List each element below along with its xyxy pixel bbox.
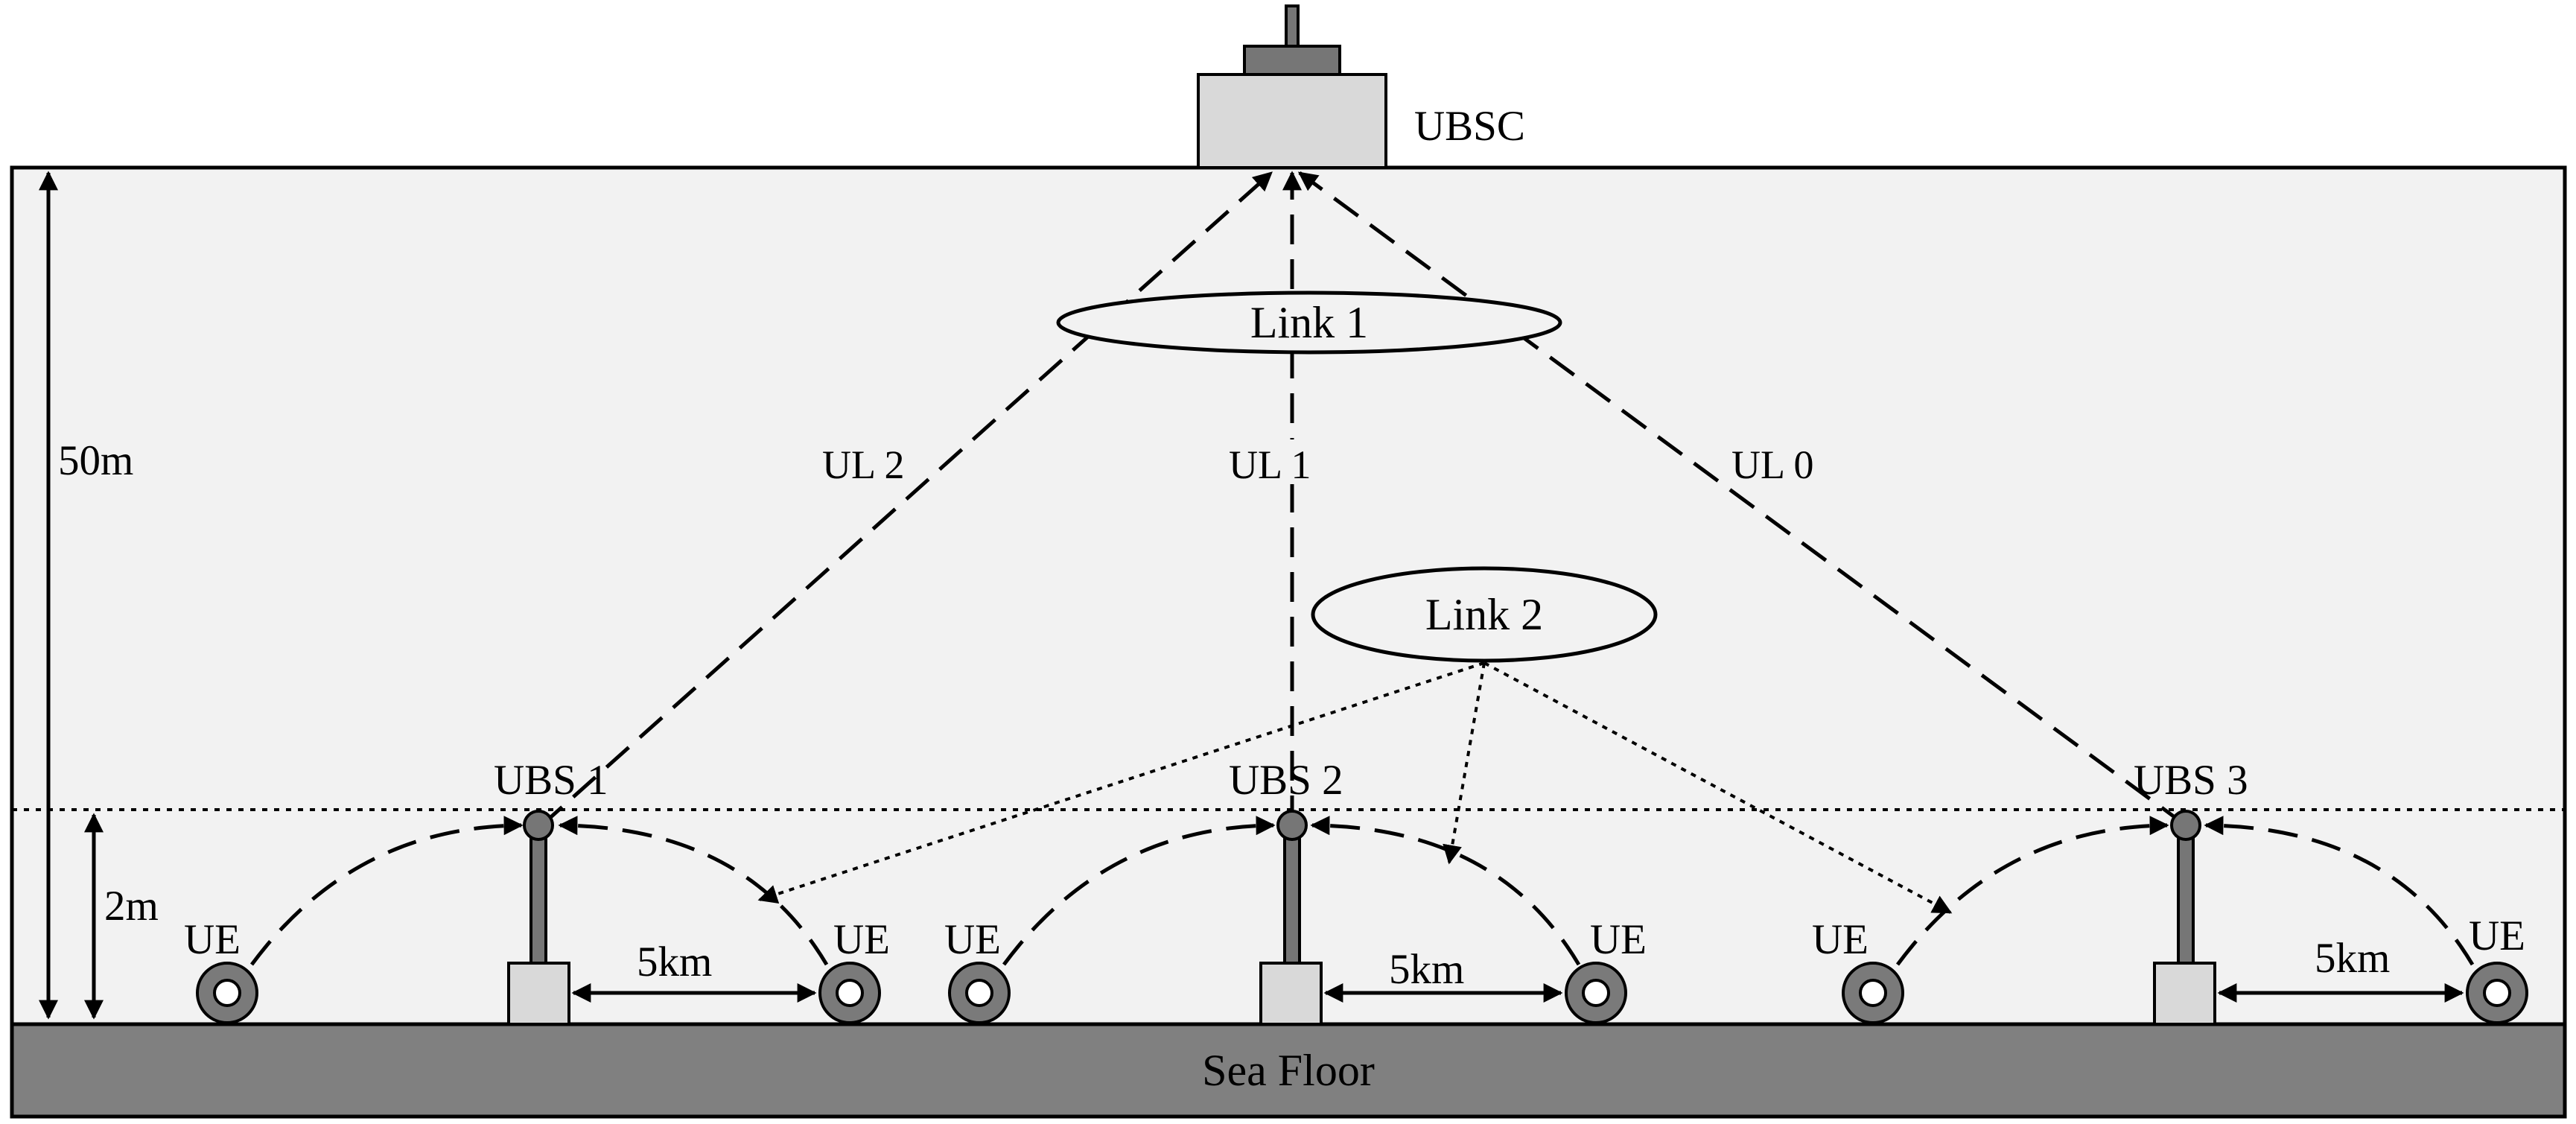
link2-ellipse (1311, 566, 1658, 663)
ue-left-1-label: UE (184, 916, 241, 963)
ue-link-left-3 (1895, 816, 2169, 966)
ue-link-left-2 (1002, 816, 1276, 966)
link2-arrow-center (1443, 662, 1486, 865)
ubs-1-pole (529, 824, 547, 965)
link1-ellipse (1056, 290, 1562, 355)
link2-arrow-left (757, 661, 1485, 904)
distance-label-2: 5km (1389, 946, 1464, 993)
ue-link-right-2 (1310, 816, 1581, 966)
distance-label-3: 5km (2315, 935, 2390, 982)
ue-link-left-1 (249, 816, 524, 966)
ubs-2-head (1276, 810, 1308, 841)
ue-right-2-label: UE (1590, 916, 1647, 963)
sea-floor-label: Sea Floor (1202, 1046, 1375, 1095)
ue-left-3-label: UE (1812, 916, 1869, 963)
link2-arrow-right (1483, 661, 1953, 914)
ubs-3-label: UBS 3 (2134, 757, 2248, 804)
station-2 (948, 810, 1627, 1026)
link1-label: Link 1 (1250, 298, 1368, 347)
ue-left-2-label: UE (944, 916, 1001, 963)
ul1-label: UL 1 (1229, 442, 1311, 487)
uplink-ul2 (538, 171, 1273, 828)
ul0-label-bg (1725, 439, 1825, 484)
ubs-1-head (523, 810, 554, 841)
ul2-label-bg (815, 439, 916, 484)
station-1 (196, 810, 881, 1026)
ubs-3-pole (2177, 824, 2195, 965)
height-label: 2m (104, 883, 159, 930)
station-3 (1842, 810, 2528, 1026)
ubsc-buoy (1197, 4, 1387, 169)
ubs-3-base (2153, 962, 2216, 1026)
uplink-ul0 (1297, 171, 2187, 828)
ul0-label: UL 0 (1731, 442, 1813, 487)
ubsc-label: UBSC (1414, 103, 1525, 150)
ue-link-right-3 (2204, 816, 2475, 966)
ubs-1-label: UBS 1 (494, 757, 608, 804)
distance-label-1: 5km (637, 939, 712, 985)
ul1-label-bg (1222, 439, 1323, 484)
ubs-2-base (1259, 962, 1323, 1026)
ue-right-3-label: UE (2469, 912, 2525, 959)
ubs-2-label: UBS 2 (1229, 757, 1343, 804)
link2-label: Link 2 (1425, 590, 1543, 639)
ue-link-right-1 (558, 816, 829, 966)
ubs-1-base (507, 962, 570, 1026)
sea-floor (10, 1022, 2567, 1119)
ubs-2-pole (1283, 824, 1301, 965)
depth-label: 50m (58, 437, 133, 484)
ubs-3-head (2170, 810, 2201, 841)
ul2-label: UL 2 (822, 442, 904, 487)
ue-right-1-label: UE (833, 916, 890, 963)
